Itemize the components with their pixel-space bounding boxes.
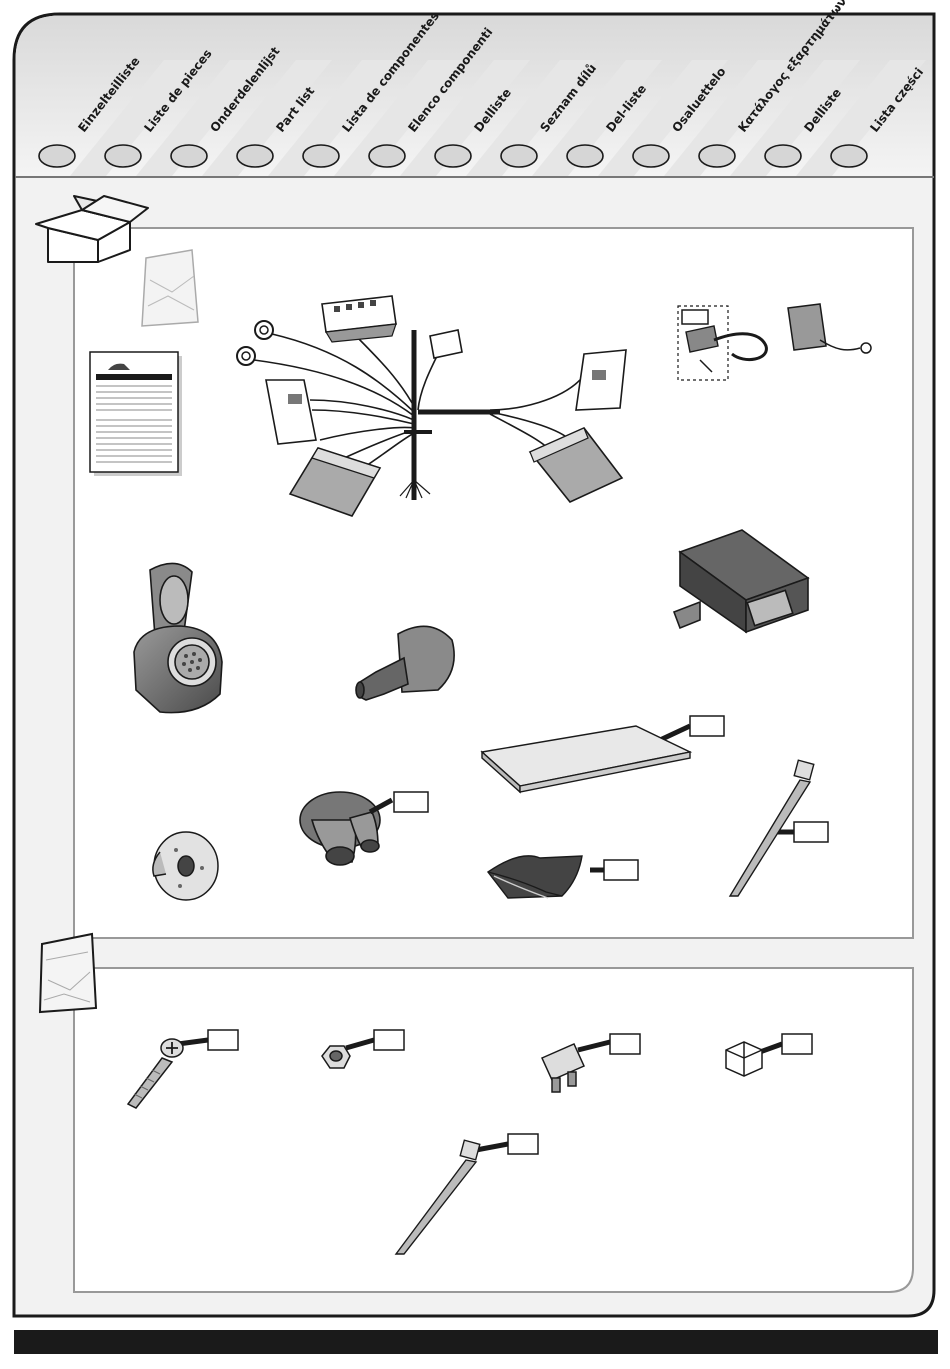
connector-clip-illustration — [726, 1042, 762, 1076]
plastic-bag-icon — [40, 934, 96, 1012]
grommet-illustration — [153, 832, 218, 900]
instruction-sheet-illustration — [90, 352, 182, 476]
small-bag-illustration — [142, 250, 198, 326]
footer-bar — [14, 1330, 938, 1354]
bag-contents-panel — [74, 968, 913, 1292]
